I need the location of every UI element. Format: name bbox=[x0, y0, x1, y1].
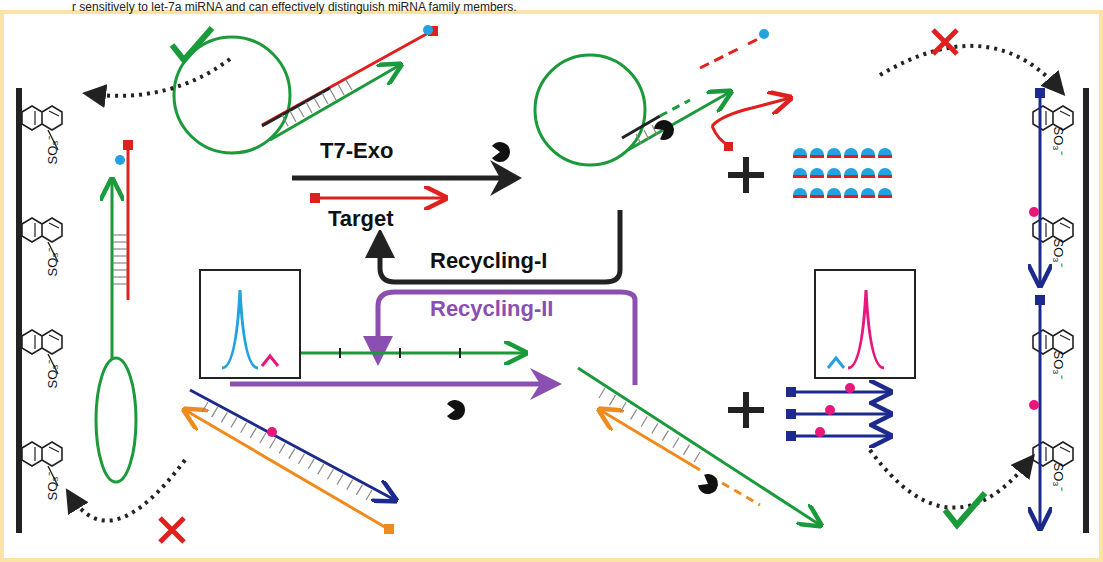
chemical-group-label: SO₃⁻ bbox=[45, 246, 58, 278]
chemical-group-label: SO₃⁻ bbox=[45, 134, 58, 166]
chemical-group-label: SO₃⁻ bbox=[1051, 348, 1064, 380]
process-label: Target bbox=[326, 208, 396, 230]
process-label: Recycling-I bbox=[428, 250, 549, 272]
process-label: Recycling-II bbox=[428, 298, 555, 320]
process-label: T7-Exo bbox=[318, 140, 395, 162]
chemical-group-label: SO₃⁻ bbox=[1051, 124, 1064, 156]
chemical-group-label: SO₃⁻ bbox=[1051, 460, 1064, 492]
chemical-group-label: SO₃⁻ bbox=[45, 358, 58, 390]
chemical-group-label: SO₃⁻ bbox=[1051, 236, 1064, 268]
cropped-text-line: r sensitively to let-7a miRNA and can ef… bbox=[70, 1, 519, 13]
chemical-group-label: SO₃⁻ bbox=[45, 470, 58, 502]
